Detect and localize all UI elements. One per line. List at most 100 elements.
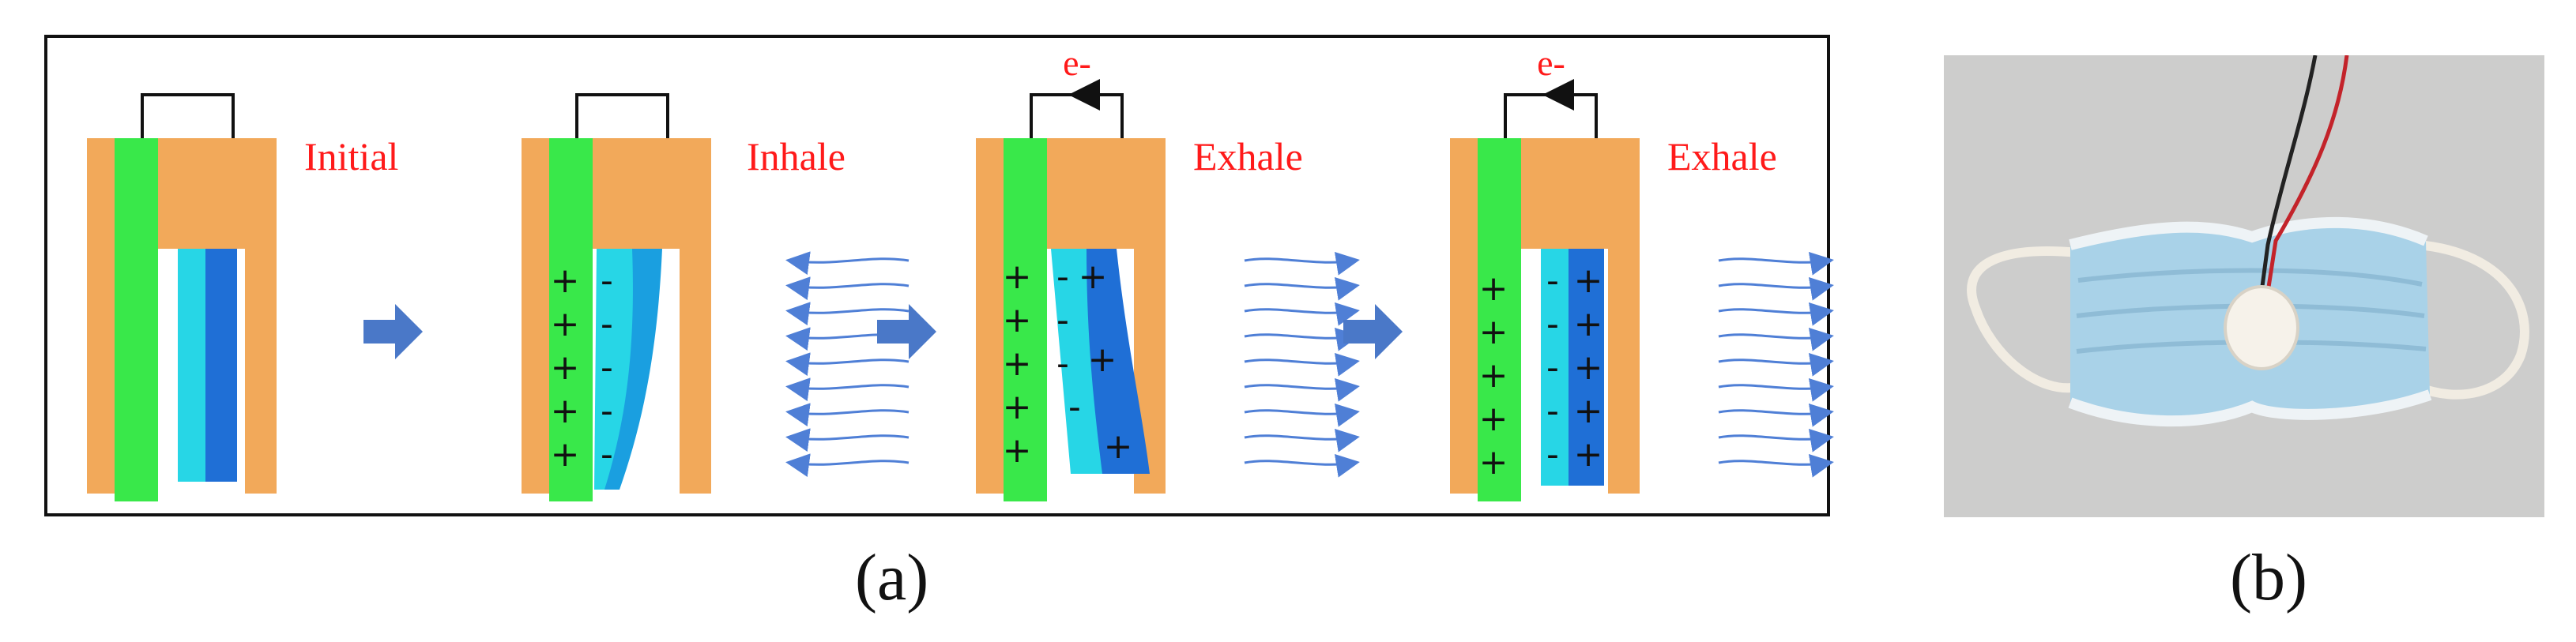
airflow-arrow (785, 251, 910, 276)
positive-charge: + (1003, 300, 1032, 340)
airflow-arrow (1244, 428, 1360, 452)
blue-film (1569, 249, 1604, 486)
airflow-arrow (1718, 403, 1834, 427)
airflow-arrow (1718, 377, 1834, 402)
positive-charge: + (1479, 355, 1508, 396)
disc-sensor (2224, 285, 2299, 370)
positive-charge: + (1003, 387, 1032, 427)
transition-arrow (363, 304, 423, 359)
negative-charge: - (1056, 257, 1069, 297)
airflow-arrow (1244, 276, 1360, 301)
green-layer (549, 138, 593, 501)
right-ear-loop (2416, 240, 2529, 400)
positive-charge: + (1574, 347, 1603, 388)
airflow-arrow (1718, 302, 1834, 326)
positive-charge: + (1479, 312, 1508, 352)
airflow-arrow (1718, 453, 1834, 478)
positive-charge: + (1003, 430, 1032, 471)
positive-charge: + (1479, 399, 1508, 439)
stage-1: Initial (87, 93, 398, 501)
negative-charge: - (601, 391, 613, 431)
positive-charge: + (1479, 442, 1508, 482)
positive-charge: + (551, 391, 580, 431)
negative-charge: - (601, 434, 613, 475)
green-layer (1478, 138, 1521, 501)
negative-charge: - (601, 304, 613, 344)
blue-film (604, 249, 662, 490)
positive-charge: + (1104, 426, 1133, 467)
negative-charge: - (1546, 261, 1559, 301)
mask-sensor-photo (1944, 55, 2544, 517)
positive-charge: + (551, 304, 580, 344)
left-ear-loop (1967, 246, 2080, 393)
transition-arrow (1343, 304, 1403, 359)
negative-charge: - (1056, 300, 1069, 340)
stage-3: e-+++++--+-+-+Exhale (976, 43, 1360, 501)
negative-charge: - (1068, 387, 1081, 427)
transition-arrow (877, 304, 936, 359)
airflow-arrow (785, 403, 910, 427)
positive-charge: + (1574, 304, 1603, 344)
airflow-arrow (1244, 453, 1360, 478)
airflow-arrow (1718, 352, 1834, 377)
negative-charge: - (1056, 344, 1069, 384)
airflow-arrow (785, 428, 910, 452)
positive-charge: + (551, 261, 580, 301)
airflow-arrow (1244, 352, 1360, 377)
negative-charge: - (1546, 347, 1559, 388)
electron-label: e- (1537, 43, 1565, 83)
blue-film (205, 249, 237, 482)
wire (141, 93, 235, 138)
positive-charge: + (1003, 257, 1032, 297)
airflow-arrow (785, 302, 910, 326)
caption-a: (a) (855, 541, 929, 614)
airflow-arrow (785, 377, 910, 402)
stage-label: Inhale (747, 134, 845, 178)
blue-film (1087, 249, 1150, 474)
positive-charge: + (1574, 434, 1603, 475)
positive-charge: + (1574, 391, 1603, 431)
positive-charge: + (551, 434, 580, 475)
airflow-arrow (785, 352, 910, 377)
positive-charge: + (1574, 261, 1603, 301)
positive-charge: + (1003, 344, 1032, 384)
airflow-arrow (1244, 251, 1360, 276)
positive-charge: + (1079, 257, 1108, 297)
airflow-arrow (1718, 327, 1834, 351)
caption-b: (b) (2230, 541, 2307, 614)
stage-label: Exhale (1193, 134, 1303, 178)
negative-charge: - (601, 261, 613, 301)
frame-right-leg (245, 138, 277, 494)
airflow-arrow (1718, 276, 1834, 301)
airflow-arrow (1244, 302, 1360, 326)
red-wire (2265, 55, 2349, 293)
green-layer (115, 138, 158, 501)
airflow-arrow (1244, 403, 1360, 427)
wire (1030, 93, 1124, 138)
negative-charge: - (601, 347, 613, 388)
positive-charge: + (1479, 268, 1508, 309)
wire (575, 93, 669, 138)
black-wire (2259, 55, 2318, 293)
stage-4: e-+++++-----+++++Exhale (1450, 43, 1834, 501)
negative-charge: - (1546, 434, 1559, 475)
stage-2: +++++-----Inhale (522, 93, 910, 501)
airflow-arrow (1244, 327, 1360, 351)
green-layer (1004, 138, 1047, 501)
airflow-arrow (1718, 428, 1834, 452)
stage-label: Initial (304, 134, 398, 178)
wire (1504, 93, 1598, 138)
negative-charge: - (1546, 304, 1559, 344)
airflow-arrow (1718, 251, 1834, 276)
positive-charge: + (551, 347, 580, 388)
airflow-arrow (785, 453, 910, 478)
airflow-arrow (1244, 377, 1360, 402)
airflow-arrow (785, 276, 910, 301)
electron-label: e- (1063, 43, 1091, 83)
negative-charge: - (1546, 391, 1559, 431)
frame-right-leg (1608, 138, 1640, 494)
panel-a-frame (44, 35, 1830, 516)
stage-label: Exhale (1667, 134, 1777, 178)
frame-right-leg (680, 138, 711, 494)
